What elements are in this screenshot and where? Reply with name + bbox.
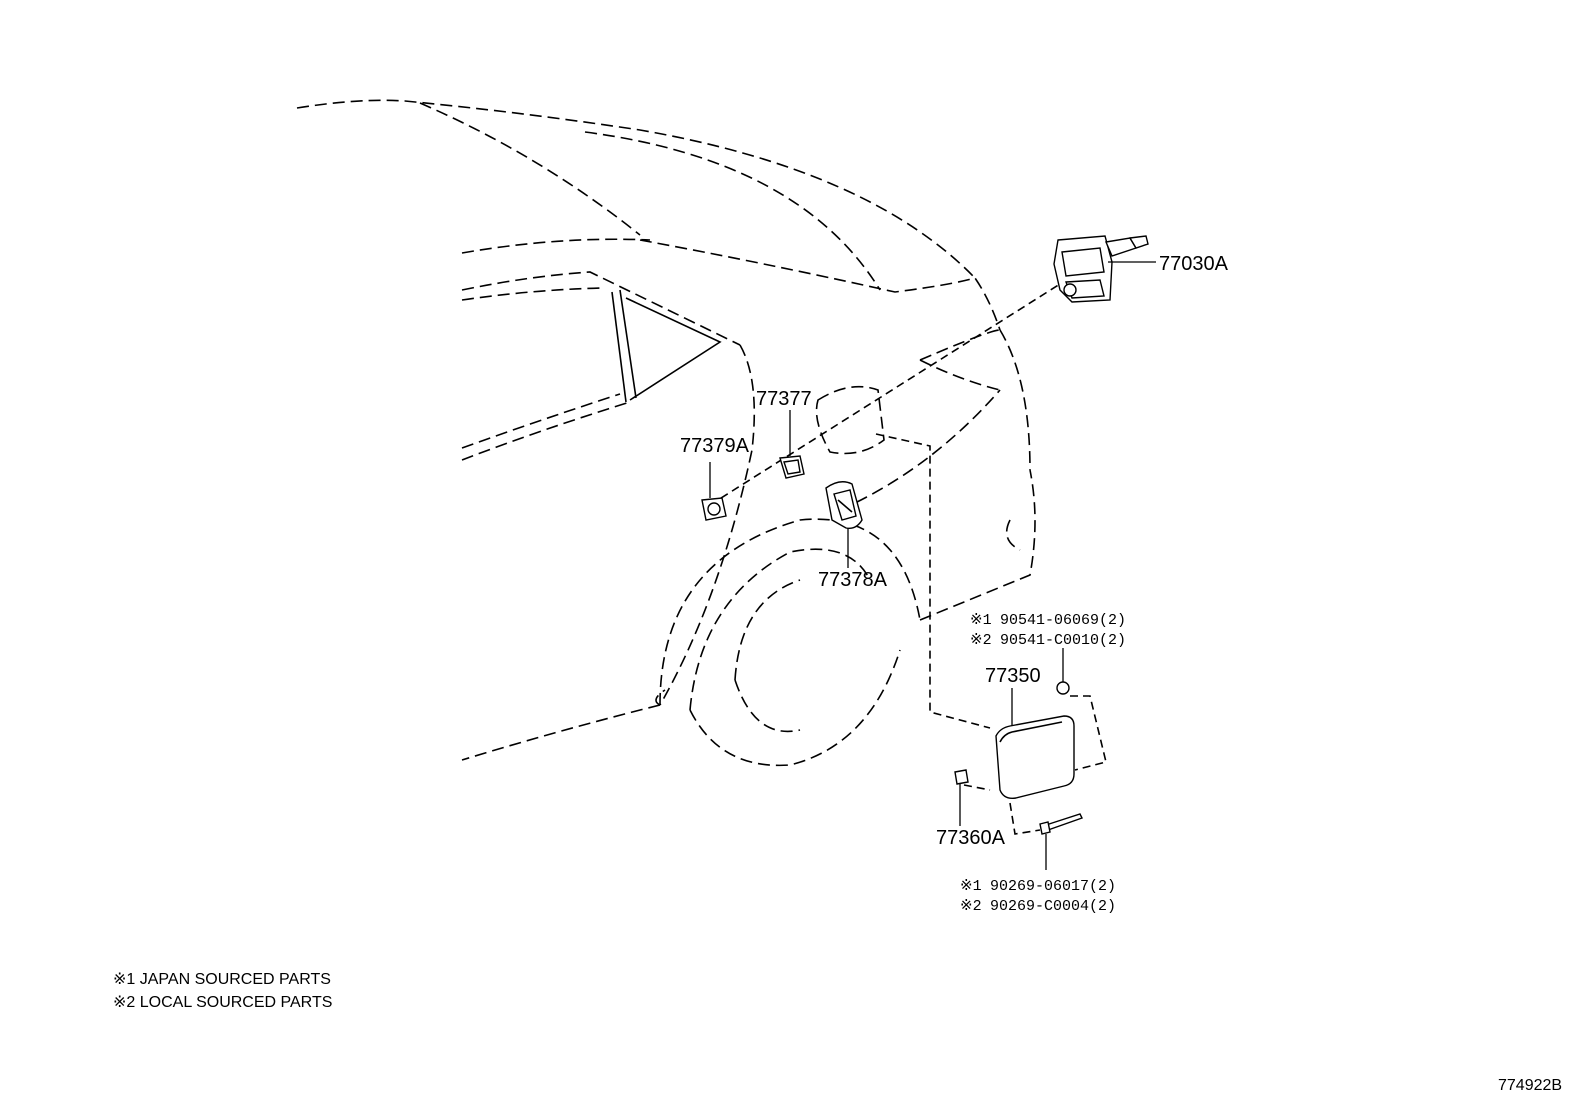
callout-90541-C0010[interactable]: 90541-C0010(2) — [1000, 632, 1126, 649]
fuel-inlet-box — [825, 481, 863, 530]
callout-77350[interactable]: 77350 — [985, 665, 1041, 687]
callout-90269-06017[interactable]: 90269-06017(2) — [990, 878, 1116, 895]
hinge-spring — [954, 769, 969, 785]
callout-90269-C0004[interactable]: 90269-C0004(2) — [990, 898, 1116, 915]
fuel-filler-door — [995, 715, 1075, 800]
leader-lines — [709, 261, 1156, 870]
fuel-door-clip — [1056, 681, 1070, 695]
fastener-upper-mark-2: ※2 — [970, 632, 992, 649]
callout-labels: 77030A 77377 77379A 77378A 77350 77360A … — [680, 253, 1229, 915]
fuel-inlet-protector — [779, 455, 805, 479]
legend-japan-sourced: ※1 JAPAN SOURCED PARTS — [113, 971, 331, 988]
assembly-lines — [709, 283, 1107, 835]
callout-90541-06069[interactable]: 90541-06069(2) — [1000, 612, 1126, 629]
vehicle-body-outline — [296, 99, 1036, 767]
callout-77379A[interactable]: 77379A — [680, 435, 750, 457]
callout-77030A[interactable]: 77030A — [1159, 253, 1229, 275]
fastener-lower-mark-1: ※1 — [960, 878, 982, 895]
illustration-id: 774922B — [1498, 1077, 1562, 1094]
callout-77360A[interactable]: 77360A — [936, 827, 1006, 849]
fuel-lid-opener-actuator — [1053, 235, 1149, 303]
legend-local-sourced: ※2 LOCAL SOURCED PARTS — [113, 994, 332, 1011]
legend: ※1 JAPAN SOURCED PARTS ※2 LOCAL SOURCED … — [113, 971, 332, 1011]
callout-77377[interactable]: 77377 — [756, 388, 812, 410]
grommet — [701, 497, 727, 521]
callout-77378A[interactable]: 77378A — [818, 569, 888, 591]
fastener-upper-mark-1: ※1 — [970, 612, 992, 629]
rivet — [1039, 813, 1083, 835]
fastener-lower-mark-2: ※2 — [960, 898, 982, 915]
